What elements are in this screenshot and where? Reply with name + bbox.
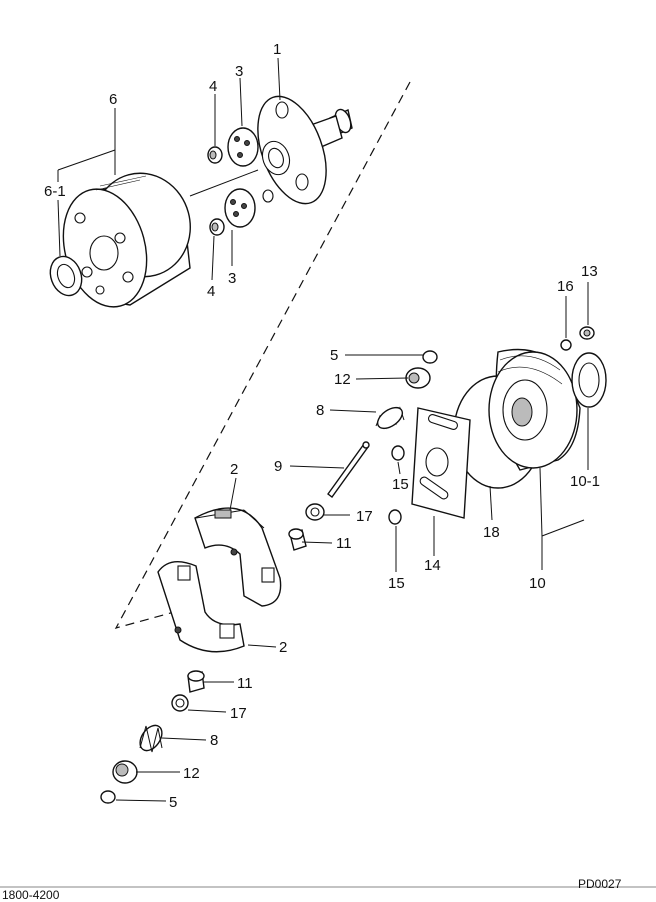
label-14: 14 (424, 557, 441, 574)
part-6-1-seal (49, 255, 83, 297)
label-5-upper: 5 (330, 347, 338, 364)
label-8-upper: 8 (316, 402, 324, 419)
label-10: 10 (529, 575, 546, 592)
part-13-nut (579, 326, 595, 340)
label-2-upper: 2 (230, 461, 238, 478)
part-15-nut-lower (388, 509, 402, 525)
part-10-1-snap-ring (571, 352, 607, 408)
label-3-lower: 3 (228, 270, 236, 287)
label-18: 18 (483, 524, 500, 541)
label-3-upper: 3 (235, 63, 243, 80)
label-6: 6 (109, 91, 117, 108)
part-1-pump-body (257, 95, 353, 205)
label-5-lower: 5 (169, 794, 177, 811)
label-16: 16 (557, 278, 574, 295)
label-13: 13 (581, 263, 598, 280)
label-8-lower: 8 (210, 732, 218, 749)
label-2-lower: 2 (279, 639, 287, 656)
label-6-1: 6-1 (44, 183, 66, 200)
part-5-cap-upper (422, 350, 438, 364)
label-11-upper: 11 (336, 535, 352, 552)
footer-model-range: 1800-4200 (2, 888, 60, 902)
label-4-lower: 4 (207, 283, 215, 300)
label-1: 1 (273, 41, 281, 58)
part-2-shoe-lower (157, 560, 245, 653)
part-17-washer-lower (171, 694, 189, 712)
label-9: 9 (274, 458, 282, 475)
part-12-plug-upper (405, 367, 431, 389)
label-15-upper: 15 (392, 476, 409, 493)
part-labels: 1 3 4 6 6-1 4 3 16 13 5 12 8 9 2 15 10-1… (44, 41, 600, 811)
label-4-upper: 4 (209, 78, 217, 95)
label-15-lower: 15 (388, 575, 405, 592)
part-3-pin-holder-lower (224, 188, 256, 228)
part-6-housing (62, 172, 191, 308)
label-12-upper: 12 (334, 371, 351, 388)
centre-line (114, 81, 411, 629)
part-4-bush-upper (207, 146, 223, 164)
label-17-upper: 17 (356, 508, 373, 525)
part-8-spring-upper (375, 406, 405, 430)
part-9-rod (327, 441, 370, 498)
part-17-washer-upper (305, 503, 325, 521)
part-4-bush-lower (209, 218, 225, 236)
part-11-pin-lower (187, 670, 205, 693)
part-3-pin-holder-upper (227, 127, 259, 167)
part-12-plug-lower (112, 760, 138, 784)
part-5-cap-lower (100, 790, 116, 804)
part-11-pin-upper (288, 528, 307, 551)
part-16-washer (560, 339, 572, 351)
part-15-nut-upper (391, 445, 405, 461)
label-17-lower: 17 (230, 705, 247, 722)
label-11-lower: 11 (237, 675, 253, 692)
label-12-lower: 12 (183, 765, 200, 782)
part-14-plate (411, 407, 471, 519)
label-10-1: 10-1 (570, 473, 600, 490)
part-8-spring-lower (139, 724, 163, 753)
footer-diagram-code: PD0027 (578, 877, 622, 891)
part-10-pulley (488, 348, 581, 471)
leader-lines (57, 57, 589, 802)
part-2-shoe-upper (194, 507, 282, 607)
